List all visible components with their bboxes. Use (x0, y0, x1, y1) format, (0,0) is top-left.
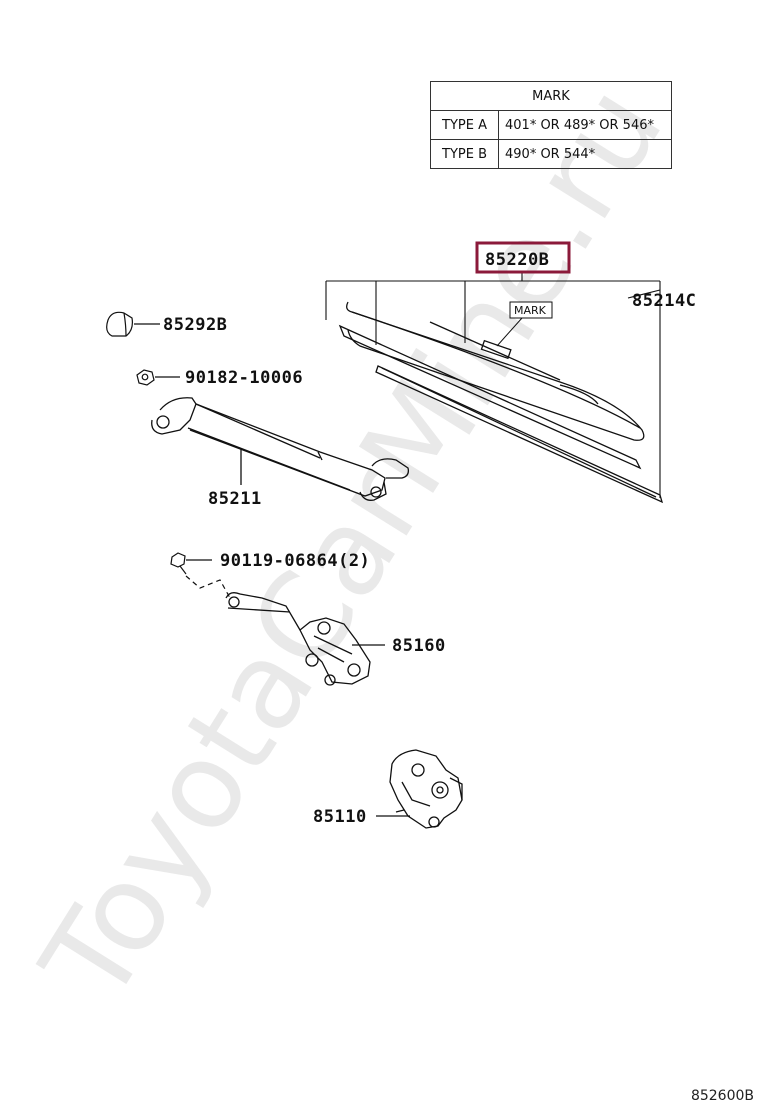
label-85214C[interactable]: 85214C (632, 291, 696, 311)
type-a-value: 401* OR 489* OR 546* (498, 110, 672, 140)
wiper-arm-85211 (151, 397, 410, 501)
blade-bracket-lines (325, 272, 661, 498)
table-header-row: MARK (430, 81, 672, 111)
table-row: TYPE A 401* OR 489* OR 546* (430, 110, 672, 140)
label-85211[interactable]: 85211 (208, 489, 262, 509)
label-85220B[interactable]: 85220B (485, 250, 549, 270)
wiper-motor-85110 (376, 749, 463, 829)
label-85292B[interactable]: 85292B (163, 315, 227, 335)
nut-90182 (136, 369, 180, 386)
mark-type-table: MARK TYPE A 401* OR 489* OR 546* TYPE B … (430, 81, 672, 169)
label-85110[interactable]: 85110 (313, 807, 367, 827)
type-a-label: TYPE A (430, 110, 499, 140)
wiper-refill-85214C (375, 365, 664, 504)
mark-tag: MARK (496, 301, 553, 347)
type-b-value: 490* OR 544* (498, 139, 672, 169)
mark-tag-label: MARK (514, 304, 547, 317)
label-90182-10006[interactable]: 90182-10006 (185, 368, 303, 388)
label-90119-06864[interactable]: 90119-06864(2) (220, 551, 370, 571)
type-b-label: TYPE B (430, 139, 499, 169)
diagram-code: 852600B (690, 1088, 754, 1104)
label-85160[interactable]: 85160 (392, 636, 446, 656)
table-row: TYPE B 490* OR 544* (430, 139, 672, 169)
highlight-box-85220B (475, 241, 571, 274)
link-assembly-85160 (225, 592, 385, 686)
cap-85292B (106, 311, 160, 337)
watermark-text: ToyotaCarMine.ru (16, 63, 690, 1027)
bolt-90119 (170, 552, 231, 599)
table-header-mark: MARK (430, 81, 672, 111)
